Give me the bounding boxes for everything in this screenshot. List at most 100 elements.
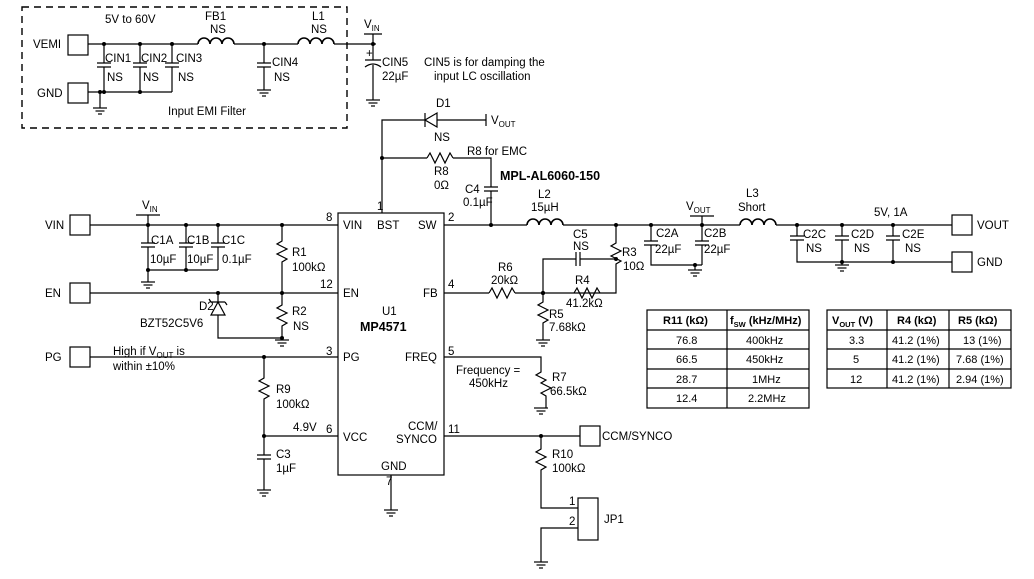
svg-text:+: + [366, 48, 373, 60]
freq-table-cell: 28.7 [676, 374, 697, 386]
pin-num-sw: 2 [448, 212, 454, 224]
filter-voltage-range: 5V to 60V [105, 14, 156, 26]
pin-fb-label: FB [423, 288, 438, 300]
gnd-out-connector [951, 251, 973, 273]
inductor-l2 [526, 218, 564, 226]
pin-synco-label: SYNCO [396, 434, 437, 446]
r2-value: NS [293, 321, 309, 333]
r7-ref: R7 [552, 372, 567, 384]
ccm-synco-connector [579, 425, 601, 447]
c2b-ref: C2B [704, 228, 727, 240]
diode-d1 [423, 111, 486, 129]
r4-ref: R4 [575, 275, 590, 287]
capacitor-cin4 [256, 42, 272, 97]
cin2-ref: CIN2 [141, 53, 167, 65]
d1-vout-label: VOUT [491, 115, 516, 129]
pin-num-vcc: 6 [326, 424, 332, 436]
capacitor-c4 [484, 186, 498, 225]
vout-net-label: VOUT [686, 201, 711, 215]
vcc-voltage: 4.9V [293, 422, 317, 434]
cin4-ref: CIN4 [272, 57, 299, 69]
jp1-pin2: 2 [569, 516, 575, 528]
resistor-r3 [543, 225, 623, 294]
cin1-value: NS [107, 72, 123, 84]
vin-connector-label: VIN [45, 220, 64, 232]
pin-ccm-label: CCM/ [408, 421, 438, 433]
r9-ref: R9 [276, 384, 291, 396]
c1a-ref: C1A [151, 235, 174, 247]
capacitor-c2a [644, 225, 702, 266]
l3-value: Short [738, 202, 766, 214]
r2-ref: R2 [292, 306, 307, 318]
capacitor-c2b [695, 225, 709, 265]
freq-note-line2: 450kHz [469, 378, 508, 390]
pin-num-pg: 3 [326, 346, 332, 358]
capacitor-c3 [257, 436, 271, 490]
vout-table-cell: 13 (1%) [963, 335, 1002, 347]
pin-en-label: EN [343, 288, 359, 300]
freq-table-header-r11: R11 (kΩ) [663, 315, 708, 327]
r5-value: 7.68kΩ [549, 322, 586, 334]
pg-connector-label: PG [45, 352, 62, 364]
cin1-ref: CIN1 [105, 53, 131, 65]
r6-value: 20kΩ [491, 275, 519, 287]
c1b-ref: C1B [187, 235, 210, 247]
vout-table-cell: 41.2 (1%) [892, 354, 940, 366]
resistor-r6 [488, 286, 516, 300]
c1c-value: 0.1µF [222, 254, 252, 266]
vout-table-cell: 3.3 [849, 335, 864, 347]
capacitor-c1b [179, 225, 193, 270]
resistor-r2 [275, 293, 289, 340]
vout-table-header-r4: R4 (kΩ) [897, 315, 937, 327]
freq-table-cell: 66.5 [676, 354, 697, 366]
gnd-out-connector-label: GND [977, 257, 1003, 269]
capacitor-c5 [542, 252, 616, 293]
c2c-ref: C2C [803, 229, 826, 241]
pin-pg-label: PG [343, 352, 360, 364]
c2e-ref: C2E [902, 229, 925, 241]
inductor-l1 [297, 37, 335, 45]
inductor-l3 [739, 218, 777, 226]
vout-table-header-vout: VOUT (V) [832, 315, 873, 329]
resistor-r7 [444, 356, 553, 408]
pin-num-ccm: 11 [448, 424, 460, 436]
vout-table-cell: 41.2 (1%) [892, 335, 940, 347]
r7-value: 66.5kΩ [550, 386, 587, 398]
capacitor-cin2 [133, 42, 147, 94]
zener-diode-d2 [208, 293, 282, 339]
c4-value: 0.1µF [463, 197, 493, 209]
pin-num-bst: 1 [377, 201, 383, 213]
ic-part-number: MP4571 [360, 320, 407, 334]
pg-vcc-network: PG High if VOUT is within ±10% R9 100kΩ … [45, 346, 338, 497]
d1-value: NS [434, 132, 450, 144]
r8-value: 0Ω [434, 180, 449, 192]
l2-value: 15µH [531, 202, 559, 214]
pg-note-line2: within ±10% [112, 361, 175, 373]
cin5-ref: CIN5 [382, 57, 408, 69]
vout-table-cell: 2.94 (1%) [956, 374, 1004, 386]
vout-connector-label: VOUT [977, 220, 1009, 232]
c2a-value: 22µF [655, 244, 681, 256]
pin-num-en: 12 [320, 279, 333, 291]
vin-input-network: VIN VIN C1A 10µF C1B 10µF C1C 0.1µF R1 1… [45, 200, 338, 347]
pin-gnd-label: GND [381, 461, 407, 473]
frequency-table: R11 (kΩ) fSW (kHz/MHz) 76.8 400kHz 66.5 … [646, 309, 810, 409]
c5-value: NS [573, 241, 589, 253]
r8-note: R8 for EMC [467, 146, 527, 158]
vout-table-cell: 41.2 (1%) [892, 374, 940, 386]
freq-table-cell: 1MHz [752, 374, 781, 386]
capacitor-c1c [211, 225, 225, 270]
pg-note-line1: High if VOUT is [113, 346, 185, 360]
c3-ref: C3 [276, 449, 291, 461]
jp1-pin1: 1 [569, 496, 575, 508]
resistor-r8 [426, 151, 454, 165]
r3-ref: R3 [622, 247, 637, 259]
output-rating: 5V, 1A [874, 207, 908, 219]
bootstrap-network: D1 NS VOUT R8 for EMC R8 0Ω C4 0.1µF [380, 98, 527, 227]
vin-rail-top: VIN + CIN5 22µF CIN5 is for damping the … [364, 19, 545, 107]
en-connector-label: EN [45, 288, 61, 300]
c2c-value: NS [806, 243, 822, 255]
cin2-value: NS [143, 72, 159, 84]
capacitor-c2e [886, 225, 952, 263]
pin-num-freq: 5 [448, 346, 454, 358]
